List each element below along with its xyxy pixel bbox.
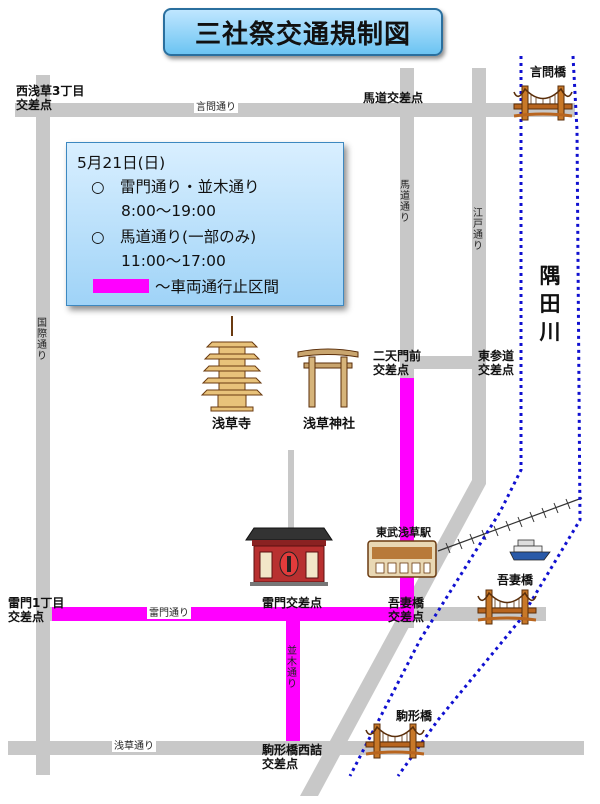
intersection-nishiasakusa: 西浅草3丁目 交差点	[16, 84, 85, 112]
landmark-asakusa-jinja: 浅草神社	[303, 417, 356, 432]
info-time-1: 8:00～19:00	[121, 202, 216, 220]
bridge-label-komagata: 駒形橋	[396, 709, 433, 723]
road-label-asakusa: 浅草通り	[112, 737, 156, 752]
road-label-edo: 江戸通り	[473, 208, 483, 252]
kaminarimon-gate-icon	[245, 527, 333, 586]
landmark-sensoji: 浅草寺	[212, 417, 252, 432]
bridge-label-azuma: 吾妻橋	[497, 573, 534, 587]
intersection-higashisando: 東参道 交差点	[478, 349, 515, 377]
road-label-umamichi: 馬道通り	[400, 180, 410, 224]
info-panel: 5月21日(日) ○ 雷門通り・並木通り 8:00～19:00 ○ 馬道通り(一…	[66, 142, 344, 306]
intersection-kaminarimon: 雷門交差点	[262, 596, 323, 610]
river-sumida	[348, 55, 582, 777]
intersection-komagatabashinishi: 駒形橋西詰 交差点	[262, 743, 323, 771]
road-label-kaminarimon: 雷門通り	[147, 604, 191, 619]
river-label: 隅田川	[539, 264, 561, 344]
intersection-kaminarimon1: 雷門1丁目 交差点	[8, 596, 65, 624]
legend-label: ～車両通行止区間	[155, 278, 280, 296]
road-label-namiki: 並木通り	[287, 646, 297, 690]
info-date: 5月21日(日)	[77, 154, 166, 172]
boat-icon	[509, 539, 551, 561]
legend-swatch	[93, 279, 149, 293]
intersection-umamichi: 馬道交差点	[363, 91, 424, 105]
torii-icon	[297, 348, 359, 408]
intersection-nitenmonmae: 二天門前 交差点	[373, 349, 422, 377]
road-label-kototoi: 言問通り	[194, 98, 238, 113]
info-time-2: 11:00～17:00	[121, 252, 226, 270]
bridge-icon	[476, 588, 538, 626]
station-icon	[367, 540, 437, 578]
bridge-label-kototoi: 言問橋	[530, 65, 567, 79]
bridge-icon	[512, 84, 574, 122]
pagoda-icon	[200, 316, 264, 412]
info-route-1: ○ 雷門通り・並木通り	[91, 178, 260, 196]
landmark-tobu-station: 東武浅草駅	[376, 526, 431, 539]
info-route-2: ○ 馬道通り(一部のみ)	[91, 228, 257, 246]
bridge-icon	[364, 722, 426, 760]
intersection-azumabashi: 吾妻橋 交差点	[388, 596, 425, 624]
map-title: 三社祭交通規制図	[163, 8, 443, 56]
road-label-kokusai: 国際通り	[37, 318, 47, 362]
railway-line	[437, 497, 583, 554]
